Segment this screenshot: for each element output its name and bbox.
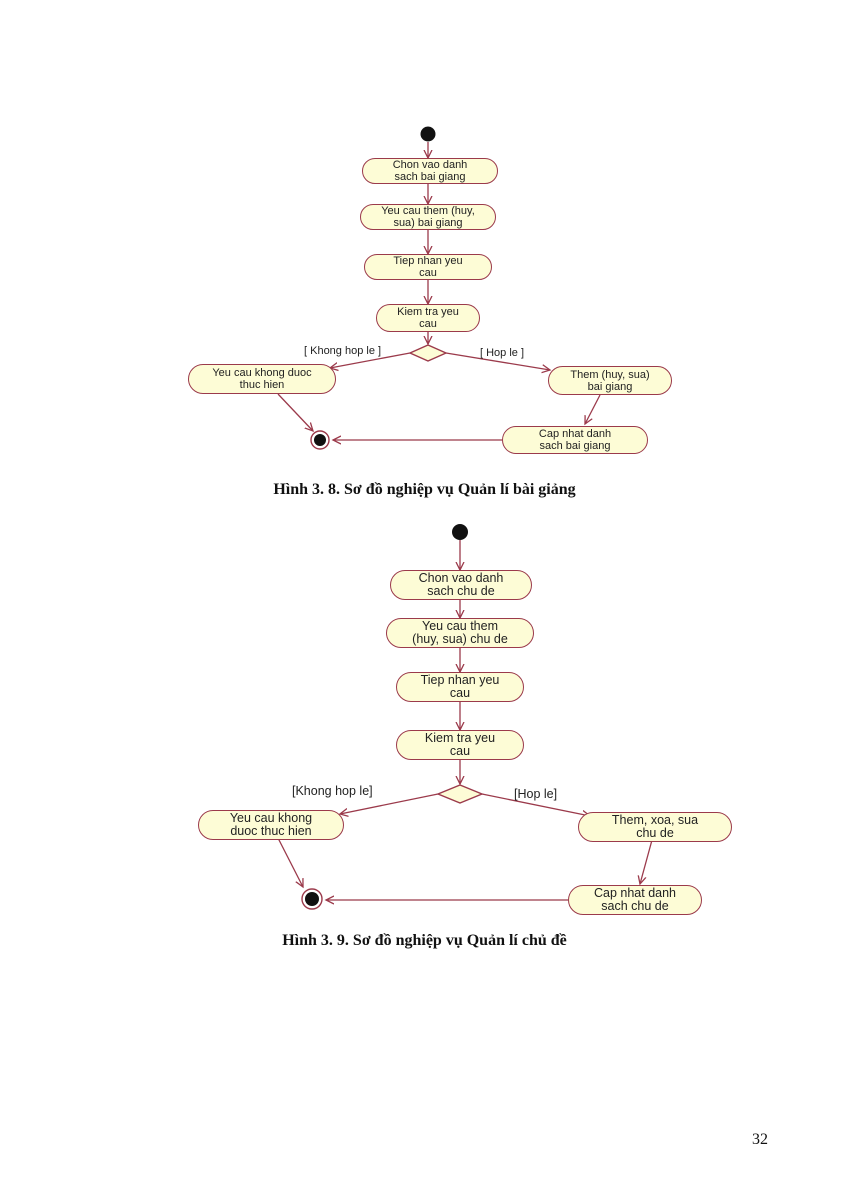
action-check-request: Kiem tra yeu cau (376, 304, 480, 332)
action-request-change-topic: Yeu cau them (huy, sua) chu de (386, 618, 534, 648)
guard-valid: [ Hop le ] (480, 347, 525, 359)
action-request-change-lecture: Yeu cau them (huy, sua) bai giang (360, 204, 496, 230)
action-choose-topic-list: Chon vao danh sach chu de (390, 570, 532, 600)
start-node (452, 524, 468, 540)
guard-invalid: [Khong hop le] (292, 784, 373, 798)
diagram-connectors (277, 126, 601, 450)
start-node (420, 126, 436, 142)
decision-diamond (436, 784, 484, 804)
action-update-topic-list: Cap nhat danh sach chu de (568, 885, 702, 915)
diagram-connectors (277, 524, 653, 910)
action-add-edit-lecture: Them (huy, sua) bai giang (548, 366, 672, 395)
guard-invalid: [ Khong hop le ] (304, 345, 382, 357)
action-receive-request: Tiep nhan yeu cau (364, 254, 492, 280)
action-receive-request: Tiep nhan yeu cau (396, 672, 524, 702)
action-update-lecture-list: Cap nhat danh sach bai giang (502, 426, 648, 454)
action-add-delete-edit-topic: Them, xoa, sua chu de (578, 812, 732, 842)
action-request-not-executed: Yeu cau khong duoc thuc hien (188, 364, 336, 394)
activity-diagram-lectures: Chon vao danh sach bai giang Yeu cau the… (0, 118, 849, 463)
guard-valid: [Hop le] (514, 787, 558, 801)
figure-caption-3-9: Hình 3. 9. Sơ đồ nghiệp vụ Quản lí chủ đ… (282, 932, 567, 949)
page-number: 32 (752, 1131, 768, 1148)
action-check-request: Kiem tra yeu cau (396, 730, 524, 760)
activity-diagram-topics: Chon vao danh sach chu de Yeu cau them (… (0, 518, 849, 920)
action-request-not-executed: Yeu cau khong duoc thuc hien (198, 810, 344, 840)
action-choose-lecture-list: Chon vao danh sach bai giang (362, 158, 498, 184)
figure-caption-3-8: Hình 3. 8. Sơ đồ nghiệp vụ Quản lí bài g… (273, 481, 576, 498)
decision-diamond (408, 344, 448, 362)
